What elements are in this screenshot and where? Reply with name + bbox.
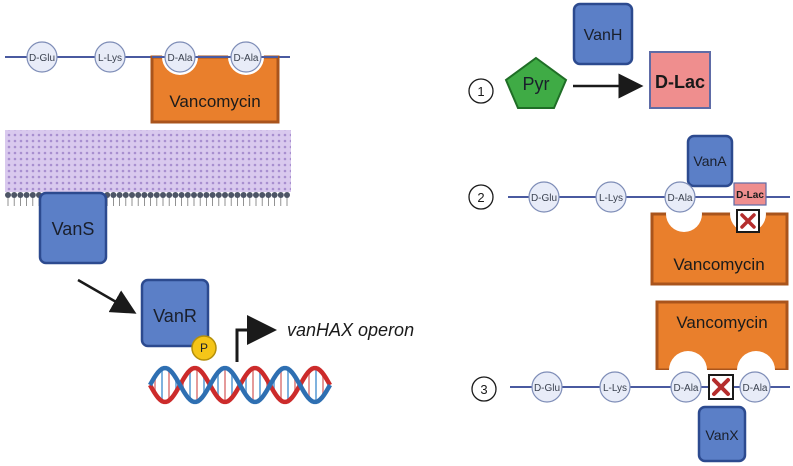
vanh-label: VanH [584, 27, 623, 44]
s2-dlac-label: D-Lac [736, 190, 764, 201]
residue-d-ala-1: D-Ala [164, 41, 196, 73]
residue-d-ala-2: D-Ala [230, 41, 262, 73]
phosphate-group: P [191, 335, 217, 361]
vancomycin-label: Vancomycin [169, 92, 260, 111]
vancomycin-step3-label: Vancomycin [676, 313, 767, 332]
residue-s2-l-lys: L-Lys [595, 181, 627, 213]
promoter-arrow [235, 315, 277, 362]
svg-text:D-Glu: D-Glu [531, 193, 557, 204]
membrane-layer [5, 130, 291, 192]
vans-label: VanS [52, 219, 95, 239]
svg-text:L-Lys: L-Lys [98, 53, 122, 64]
residue-s2-d-glu: D-Glu [528, 181, 560, 213]
vanr-label: VanR [153, 306, 197, 326]
cleaved-x-icon [708, 374, 734, 400]
step-2-number: 2 [477, 190, 484, 205]
vanx-label: VanX [705, 427, 739, 443]
residue-s3-d-ala-2: D-Ala [739, 371, 771, 403]
d-lactate: D-Lac [649, 51, 711, 109]
residue-s3-l-lys: L-Lys [599, 371, 631, 403]
step-3-number: 3 [480, 382, 487, 397]
svg-text:L-Lys: L-Lys [599, 193, 623, 204]
pyr-label: Pyr [523, 74, 550, 94]
dlac-label: D-Lac [655, 72, 705, 92]
dna-helix [148, 365, 332, 405]
vancomycin-step2-label: Vancomycin [673, 255, 764, 274]
svg-text:D-Glu: D-Glu [534, 383, 560, 394]
activation-arrow [77, 278, 137, 314]
residue-s3-d-glu: D-Glu [531, 371, 563, 403]
residue-l-lys: L-Lys [94, 41, 126, 73]
vanx-protein: VanX [697, 405, 747, 463]
operon-label: vanHAX operon [287, 320, 414, 340]
vana-label: VanA [693, 153, 727, 169]
step-1-number: 1 [477, 84, 484, 99]
residue-s3-d-ala-1: D-Ala [670, 371, 702, 403]
svg-text:D-Ala: D-Ala [673, 383, 698, 394]
cell-membrane [5, 130, 291, 206]
vanh-protein: VanH [572, 2, 634, 66]
vana-protein: VanA [686, 134, 734, 188]
pyruvate: Pyr [504, 56, 568, 109]
step-1: 1 VanH Pyr D-Lac [468, 2, 711, 109]
svg-text:D-Ala: D-Ala [667, 193, 692, 204]
svg-text:D-Glu: D-Glu [29, 53, 55, 64]
residue-d-glu: D-Glu [26, 41, 58, 73]
vans-protein: VanS [38, 191, 108, 265]
svg-text:D-Ala: D-Ala [167, 53, 192, 64]
vanr-protein: VanR [140, 278, 210, 348]
phosphate-label: P [200, 341, 208, 355]
vancomycin-top-left: D-Ala D-Ala Vancomycin [150, 39, 280, 124]
svg-text:D-Ala: D-Ala [233, 53, 258, 64]
step-2: 2 VanA Vancomycin D-Glu L-Lys D-Ala D-La… [468, 134, 790, 286]
residue-s2-d-ala: D-Ala [664, 181, 696, 213]
s2-d-lac: D-Lac [733, 182, 767, 206]
svg-text:D-Ala: D-Ala [742, 383, 767, 394]
svg-text:L-Lys: L-Lys [603, 383, 627, 394]
step-3: Vancomycin 3 D-Glu L-Lys D-Ala D-Ala Van… [471, 300, 790, 463]
blocked-x-icon [736, 209, 760, 233]
